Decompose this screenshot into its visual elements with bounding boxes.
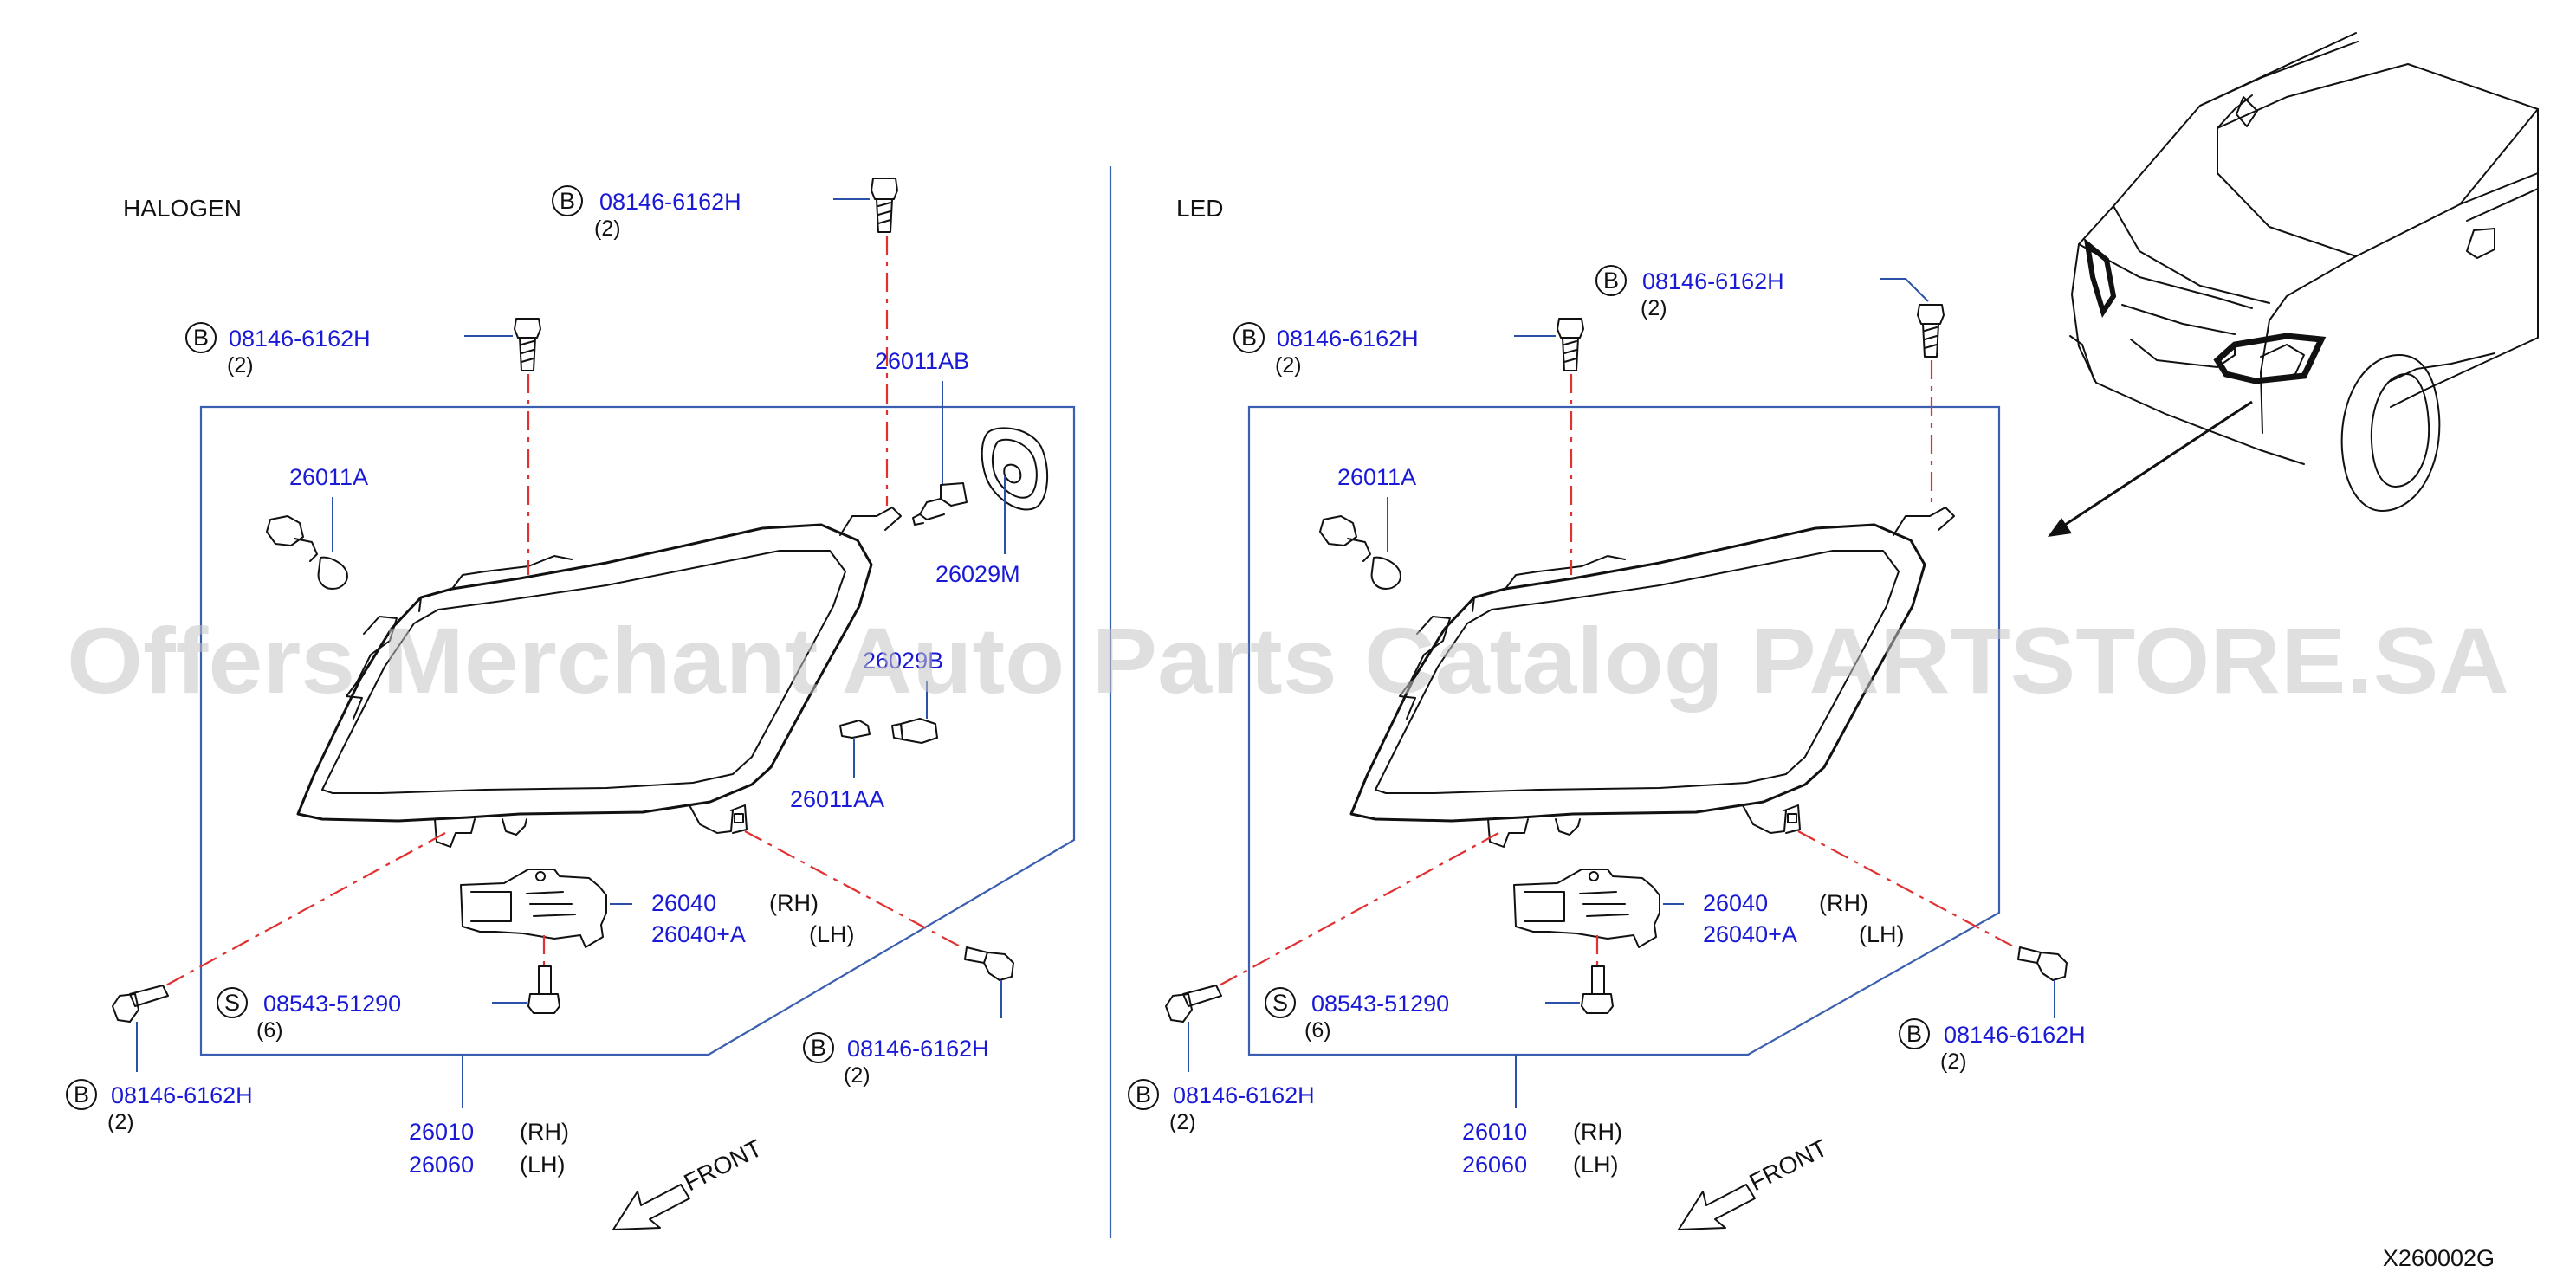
led-bolt-left-part: 08146-6162H (1173, 1082, 1315, 1108)
halogen-bolt-top-icon (871, 178, 898, 233)
led-bracket-lh-side: (LH) (1859, 921, 1905, 947)
halogen-screw-icon (527, 965, 560, 1014)
highlight-left-lamp (2083, 237, 2117, 318)
led-screw-icon (1581, 965, 1614, 1014)
led-bolt-left-qty: (2) (1169, 1110, 1196, 1134)
led-front-label: FRONT (1745, 1134, 1832, 1196)
watermark: Offers Merchant Auto Parts Catalog PARTS… (67, 608, 2509, 713)
led-assembly-frame (1247, 405, 2001, 1056)
halogen-bulb-a-icon (266, 515, 348, 590)
led-centerline-right (1797, 830, 2019, 950)
halogen-bulb-cover-label: 26029M (935, 561, 1020, 587)
vehicle-illustration (2069, 32, 2539, 512)
led-bolt-right-icon (2017, 946, 2068, 981)
led-bulb-a-icon (1319, 515, 1401, 590)
halogen-screw-qty: (6) (256, 1018, 283, 1043)
svg-text:B: B (1603, 268, 1619, 294)
led-title: LED (1176, 195, 1223, 222)
halogen-socket-ab-icon (912, 482, 968, 526)
led-assembly-lh-part: 26060 (1462, 1152, 1527, 1178)
led-bolt-upper-part: 08146-6162H (1277, 326, 1419, 352)
halogen-section: HALOGEN B 08146-6162H (2) (66, 178, 1076, 1230)
halogen-bolt-left-qty: (2) (107, 1110, 134, 1134)
halogen-bolt-upper-icon (514, 318, 541, 371)
svg-text:S: S (1272, 990, 1288, 1016)
led-bolt-top-icon (1917, 304, 1945, 358)
halogen-screw-part: 08543-51290 (263, 991, 401, 1017)
svg-text:B: B (560, 188, 575, 214)
halogen-bulb-a-label: 26011A (289, 464, 368, 490)
svg-text:B: B (1906, 1021, 1922, 1047)
led-bulb-a-label: 26011A (1337, 464, 1416, 490)
led-front-arrow-icon (1678, 1184, 1756, 1230)
halogen-assembly-rh-side: (RH) (520, 1119, 569, 1145)
halogen-bracket-rh-part: 26040 (651, 890, 716, 916)
halogen-bolt-left-part: 08146-6162H (111, 1082, 253, 1108)
svg-text:B: B (811, 1035, 826, 1061)
halogen-centerline-left (162, 832, 446, 988)
halogen-bulb-aa-icon (839, 720, 871, 739)
halogen-bracket-lh-side: (LH) (809, 921, 855, 947)
led-bracket-lh-part: 26040+A (1703, 921, 1797, 947)
halogen-bolt-top-part: 08146-6162H (599, 189, 741, 215)
led-assembly-rh-side: (RH) (1573, 1119, 1622, 1145)
led-bolt-left-icon (1165, 985, 1222, 1023)
halogen-front-arrow-icon (612, 1184, 690, 1230)
halogen-bolt-right-qty: (2) (844, 1063, 871, 1088)
led-bolt-top-qty: (2) (1641, 296, 1667, 320)
halogen-socket-ab-label: 26011AB (875, 348, 969, 374)
highlight-right-lamp (2213, 333, 2327, 384)
led-bracket-rh-part: 26040 (1703, 890, 1768, 916)
led-bolt-right-qty: (2) (1940, 1049, 1967, 1074)
halogen-bolt-right-icon (964, 946, 1014, 981)
halogen-bolt-top-qty: (2) (594, 216, 621, 241)
led-bolt-right-part: 08146-6162H (1944, 1022, 2086, 1048)
halogen-title: HALOGEN (123, 195, 242, 222)
led-assembly-rh-part: 26010 (1462, 1119, 1527, 1145)
led-screw-qty: (6) (1304, 1018, 1331, 1043)
led-bracket-rh-side: (RH) (1819, 890, 1868, 916)
led-screw-part: 08543-51290 (1311, 991, 1449, 1017)
halogen-front-label: FRONT (680, 1134, 767, 1196)
halogen-bracket-rh-side: (RH) (769, 890, 819, 916)
direction-arrow (2048, 400, 2253, 537)
halogen-bulb-aa-label: 26011AA (790, 786, 884, 812)
led-centerline-left (1215, 832, 1499, 988)
svg-text:B: B (193, 325, 209, 351)
led-bolt-top-part: 08146-6162H (1642, 268, 1784, 294)
svg-text:B: B (74, 1082, 89, 1107)
halogen-centerline-right (744, 830, 966, 950)
halogen-assembly-lh-part: 26060 (409, 1152, 474, 1178)
halogen-bulb-b-icon (891, 718, 938, 744)
halogen-bolt-upper-qty: (2) (227, 353, 254, 378)
halogen-bulb-cover-icon (981, 427, 1049, 511)
halogen-bracket-lh-part: 26040+A (651, 921, 746, 947)
halogen-assembly-rh-part: 26010 (409, 1119, 474, 1145)
halogen-bracket-icon (460, 869, 607, 948)
led-assembly-lh-side: (LH) (1573, 1152, 1619, 1178)
svg-text:B: B (1241, 325, 1257, 351)
led-section: LED B 08146-6162H (2) (1128, 195, 2086, 1230)
halogen-bolt-upper-part: 08146-6162H (229, 326, 371, 352)
diagram-code: X260002G (2383, 1245, 2495, 1271)
led-bolt-upper-icon (1557, 318, 1584, 371)
svg-text:B: B (1136, 1082, 1151, 1107)
led-bolt-upper-qty: (2) (1275, 353, 1302, 378)
halogen-bolt-right-part: 08146-6162H (847, 1036, 989, 1062)
led-headlamp (1349, 507, 1955, 848)
halogen-headlamp (296, 507, 902, 848)
halogen-bulb-b-label: 26029B (863, 648, 943, 674)
halogen-bolt-left-icon (112, 985, 169, 1023)
halogen-assembly-frame (199, 405, 1076, 1056)
svg-text:S: S (224, 990, 240, 1016)
halogen-assembly-lh-side: (LH) (520, 1152, 566, 1178)
led-bracket-icon (1513, 869, 1660, 948)
